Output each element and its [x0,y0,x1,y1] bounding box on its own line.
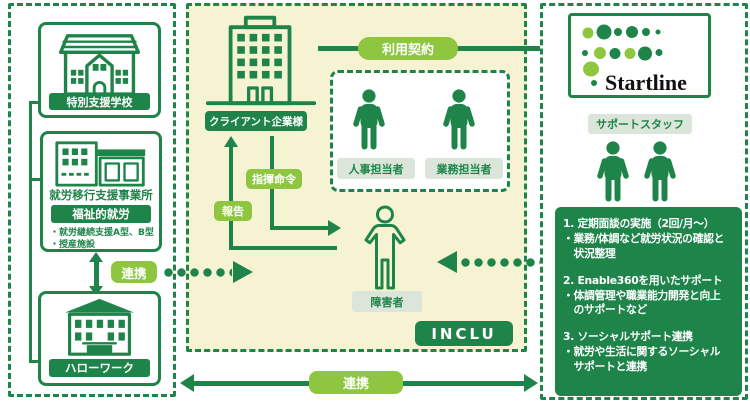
command-badge: 指揮命令 [246,169,302,189]
school-box: 特別支援学校 [38,22,161,118]
service-item: 3. ソーシャルサポート連携 ・就労や生活に関するソーシャル サポートと連携 [563,330,735,375]
renkei-badge-left: 連携 [111,261,157,283]
staff-box: 人事担当者 業務担当者 [330,70,510,192]
hellowork-label: ハローワーク [49,359,150,377]
school-building-icon [59,34,140,96]
client-building-icon [205,15,317,106]
startline-logo-box: Startline [568,13,711,98]
disabled-person-icon [364,205,406,290]
hellowork-building-icon [65,298,134,356]
service-item: 1. 定期面談の実施（2回/月～） ・業務/体調など就労状況の確認と 状況整理 [563,217,735,262]
service-line: ・就労や生活に関するソーシャル [563,345,721,359]
service-line: 状況整理 [563,246,616,260]
service-line: のサポートなど [563,303,647,317]
school-label: 特別支援学校 [49,93,150,110]
hr-label: 人事担当者 [337,158,415,179]
transition-box: 就労移行支援事業所 福祉的就労 ・就労継続支援A型、B型 ・授産施設 [40,131,162,252]
service-line: ・体調管理や職業能力開発と向上 [563,288,721,302]
ops-label: 業務担当者 [425,158,503,179]
ops-person-icon [443,89,475,150]
support-staff-badge: サポートスタッフ [588,114,692,134]
bullet-line: ・授産施設 [50,240,96,251]
hellowork-box: ハローワーク [38,291,161,386]
hr-person-icon [353,89,385,150]
startline-wordmark: Startline [605,70,687,95]
startline-dots-logo: Startline [582,24,687,95]
service-title: 2. Enable360を用いたサポート [563,273,723,287]
disabled-label: 障害者 [352,291,422,312]
contract-badge: 利用契約 [358,37,458,60]
service-item: 2. Enable360を用いたサポート ・体調管理や職業能力開発と向上 のサポ… [563,274,735,319]
report-badge: 報告 [214,201,252,221]
client-label: クライアント企業様 [205,111,307,131]
transition-title: 就労移行支援事業所 [49,188,153,202]
inclu-logo: INCLU [415,321,513,346]
transition-bullets: ・就労継続支援A型、B型 ・授産施設 [50,227,160,251]
services-box: 1. 定期面談の実施（2回/月～） ・業務/体調など就労状況の確認と 状況整理 … [555,207,742,396]
support-person-icon-2 [644,141,676,202]
service-line: サポートと連携 [563,360,647,374]
welfare-badge: 福祉的就労 [51,205,151,223]
support-person-icon-1 [597,141,629,202]
service-title: 3. ソーシャルサポート連携 [563,330,693,344]
service-line: ・業務/体調など就労状況の確認と [563,231,725,245]
service-title: 1. 定期面談の実施（2回/月～） [563,217,715,230]
office-shop-icon [55,141,146,187]
renkei-badge-bottom: 連携 [309,371,403,394]
bullet-line: ・就労継続支援A型、B型 [50,228,154,238]
